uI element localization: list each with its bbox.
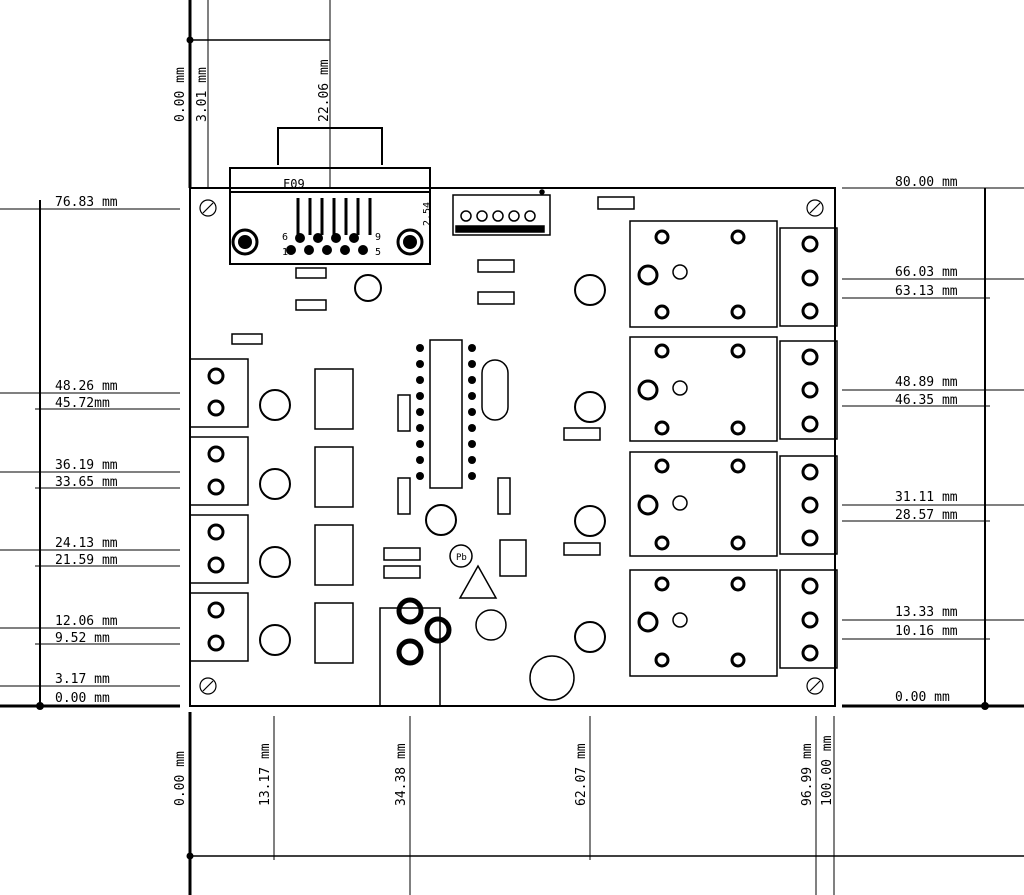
header-connector bbox=[452, 189, 551, 236]
right-dim-label: 48.89 mm bbox=[895, 375, 958, 390]
right-dim-label: 66.03 mm bbox=[895, 265, 958, 280]
right-dim-label: 10.16 mm bbox=[895, 624, 958, 639]
main-ic bbox=[416, 339, 509, 489]
left-dim-label: 76.83 mm bbox=[55, 195, 118, 210]
top-dim-label: 3.01 mm bbox=[195, 67, 210, 122]
bottom-dim-label: 96.99 mm bbox=[800, 743, 815, 806]
left-dim-labels: 76.83 mm 48.26 mm 45.72mm 36.19 mm 33.65… bbox=[55, 195, 118, 706]
pin-label-6: 6 bbox=[282, 232, 288, 243]
left-dim-label: 48.26 mm bbox=[55, 379, 118, 394]
right-dim-label: 13.33 mm bbox=[895, 605, 958, 620]
pin-label-5: 5 bbox=[375, 247, 381, 258]
lead-free-label: Pb bbox=[456, 553, 467, 563]
terminals-right bbox=[779, 227, 838, 669]
relays bbox=[629, 220, 778, 677]
top-dim-labels: 0.00 mm 3.01 mm 22.06 mm bbox=[173, 59, 332, 122]
left-dim-label: 3.17 mm bbox=[55, 672, 110, 687]
pin-label-9: 9 bbox=[375, 232, 381, 243]
db9-connector: F09 2.54 6 9 1 5 bbox=[229, 127, 433, 265]
bottom-dim-label: 13.17 mm bbox=[258, 743, 273, 806]
resistors bbox=[231, 196, 635, 579]
bottom-dim-label: 34.38 mm bbox=[394, 743, 409, 806]
left-dim-label: 9.52 mm bbox=[55, 631, 110, 646]
right-dim-label: 63.13 mm bbox=[895, 284, 958, 299]
power-jack: Pb bbox=[379, 539, 575, 707]
left-dim-label: 36.19 mm bbox=[55, 458, 118, 473]
top-dim-label: 0.00 mm bbox=[173, 67, 188, 122]
optocouplers bbox=[314, 368, 354, 664]
mounting-holes bbox=[199, 199, 824, 695]
pitch-label: 2.54 bbox=[422, 202, 433, 226]
right-dim-label: 31.11 mm bbox=[895, 490, 958, 505]
left-dim-label: 21.59 mm bbox=[55, 553, 118, 568]
transistors-left bbox=[259, 274, 606, 656]
left-dim-label: 12.06 mm bbox=[55, 614, 118, 629]
top-dim-label: 22.06 mm bbox=[317, 59, 332, 122]
terminals-left bbox=[189, 358, 249, 662]
connector-label: F09 bbox=[283, 177, 305, 191]
right-dim-label: 80.00 mm bbox=[895, 175, 958, 190]
board-outline bbox=[189, 187, 836, 707]
left-dim-label: 0.00 mm bbox=[55, 691, 110, 706]
right-dim-labels: 80.00 mm 66.03 mm 63.13 mm 48.89 mm 46.3… bbox=[895, 175, 958, 705]
bottom-dim-label: 0.00 mm bbox=[173, 751, 188, 806]
bottom-dim-labels: 0.00 mm 13.17 mm 34.38 mm 62.07 mm 96.99… bbox=[173, 735, 835, 806]
right-dim-label: 46.35 mm bbox=[895, 393, 958, 408]
bottom-dim-label: 62.07 mm bbox=[574, 743, 589, 806]
pin-label-1: 1 bbox=[282, 247, 288, 258]
left-dim-label: 24.13 mm bbox=[55, 536, 118, 551]
left-dim-label: 45.72mm bbox=[55, 396, 110, 411]
right-dim-label: 28.57 mm bbox=[895, 508, 958, 523]
right-dim-label: 0.00 mm bbox=[895, 690, 950, 705]
bottom-dim-label: 100.00 mm bbox=[820, 735, 835, 806]
left-dim-lines bbox=[0, 208, 180, 687]
left-dim-label: 33.65 mm bbox=[55, 475, 118, 490]
right-dim-lines bbox=[842, 278, 1024, 640]
